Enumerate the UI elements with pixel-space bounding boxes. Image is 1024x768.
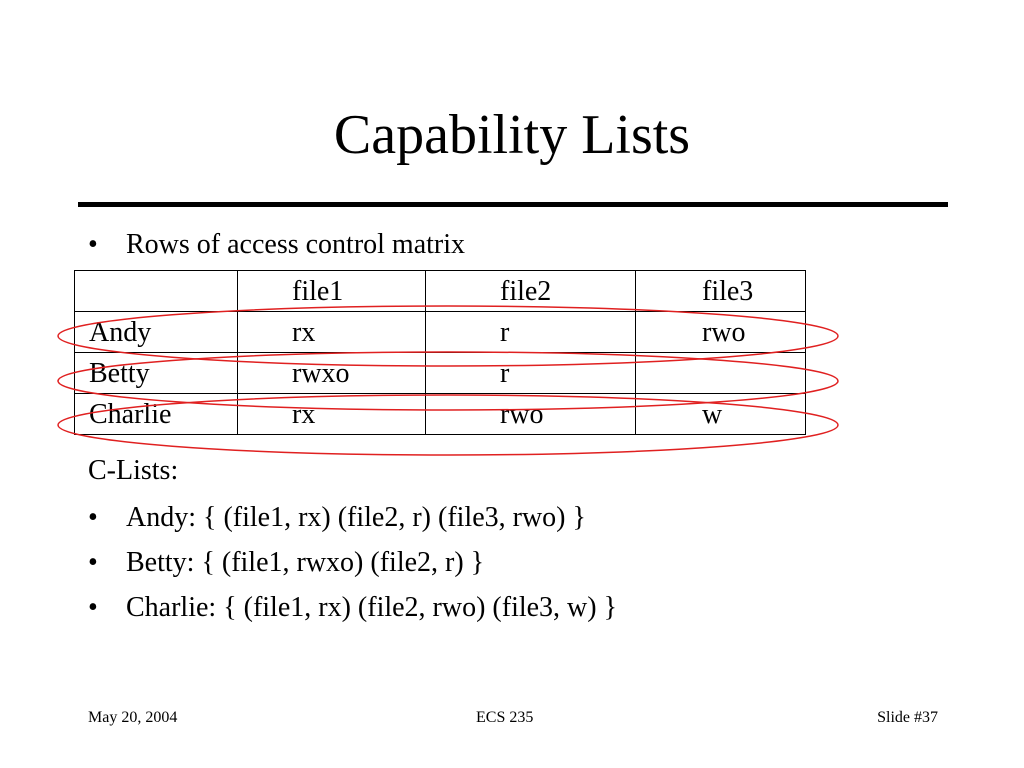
matrix-rights-cell: rwo xyxy=(425,393,636,435)
clists-label: C-Lists: xyxy=(88,455,179,486)
matrix-rights-cell: r xyxy=(425,311,636,353)
matrix-rights-cell: rwxo xyxy=(237,352,426,394)
bullet-marker: • xyxy=(88,592,98,623)
matrix-subject-cell: Charlie xyxy=(74,393,238,435)
bullet-marker: • xyxy=(88,547,98,578)
matrix-header-file1: file1 xyxy=(237,270,426,312)
clist-text: Charlie: { (file1, rx) (file2, rwo) (fil… xyxy=(126,592,618,623)
bullet-marker: • xyxy=(88,502,98,533)
matrix-row-andy: Andy rx r rwo xyxy=(74,311,806,353)
footer-course: ECS 235 xyxy=(476,709,534,726)
slide-title: Capability Lists xyxy=(333,104,691,166)
matrix-corner-cell xyxy=(74,270,238,312)
intro-bullet: • Rows of access control matrix xyxy=(88,228,465,262)
intro-bullet-text: Rows of access control matrix xyxy=(126,229,466,260)
clist-item-betty: • Betty: { (file1, rwxo) (file2, r) } xyxy=(88,546,484,580)
title-divider xyxy=(78,202,948,207)
footer-slide-number: Slide #37 xyxy=(877,709,938,726)
matrix-rights-cell: rx xyxy=(237,393,426,435)
bullet-marker: • xyxy=(88,229,98,260)
clist-item-andy: • Andy: { (file1, rx) (file2, r) (file3, … xyxy=(88,501,586,535)
matrix-rights-cell: rwo xyxy=(635,311,806,353)
footer-date: May 20, 2004 xyxy=(88,709,178,726)
matrix-row-betty: Betty rwxo r xyxy=(74,352,806,394)
clist-item-charlie: • Charlie: { (file1, rx) (file2, rwo) (fi… xyxy=(88,591,617,625)
matrix-rights-cell xyxy=(635,352,806,394)
matrix-subject-cell: Andy xyxy=(74,311,238,353)
matrix-row-charlie: Charlie rx rwo w xyxy=(74,393,806,435)
matrix-header-file2: file2 xyxy=(425,270,636,312)
clist-text: Andy: { (file1, rx) (file2, r) (file3, r… xyxy=(126,502,586,533)
access-control-matrix: file1 file2 file3 Andy rx r rwo Betty rw… xyxy=(74,270,806,435)
matrix-header-file3: file3 xyxy=(635,270,806,312)
matrix-rights-cell: rx xyxy=(237,311,426,353)
matrix-header-row: file1 file2 file3 xyxy=(74,270,806,312)
matrix-rights-cell: r xyxy=(425,352,636,394)
matrix-subject-cell: Betty xyxy=(74,352,238,394)
clist-text: Betty: { (file1, rwxo) (file2, r) } xyxy=(126,547,485,578)
matrix-rights-cell: w xyxy=(635,393,806,435)
